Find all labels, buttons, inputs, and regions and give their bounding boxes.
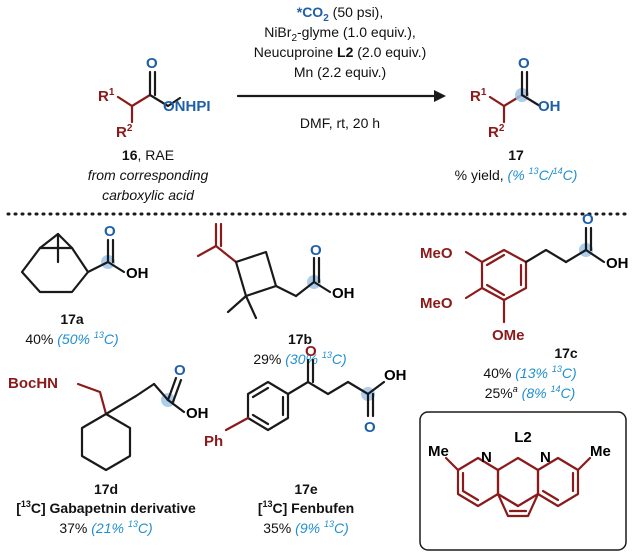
17e-ph: Ph xyxy=(204,433,223,450)
17a-label: 17a xyxy=(60,311,84,327)
17c-carbonyl-o: O xyxy=(582,211,594,228)
17d-label: 17d xyxy=(94,481,118,497)
reactant-onhpi: ONHPI xyxy=(163,98,211,115)
17a-carbonyl-o: O xyxy=(104,223,116,240)
reactant-note-1: from corresponding xyxy=(88,167,209,183)
structure-17e xyxy=(224,358,386,432)
17e-yield: 35% (9% 13C) xyxy=(263,519,349,536)
17a-oh: OH xyxy=(126,265,149,282)
product-carbonyl-o: O xyxy=(518,55,530,72)
structure-17d xyxy=(76,376,186,472)
ligand-title: L2 xyxy=(514,429,532,446)
17d-bochn: BocHN xyxy=(8,375,58,392)
structure-17c xyxy=(464,226,606,324)
17c-oh: OH xyxy=(606,255,629,272)
product-label: 17 xyxy=(508,147,524,163)
arrow-head xyxy=(434,90,446,102)
product-yield-legend: % yield, (% 13C/14C) xyxy=(455,166,578,183)
reactant-r1: R1 xyxy=(98,87,115,105)
17e-label: 17e xyxy=(294,481,318,497)
17a-yield: 40% (50% 13C) xyxy=(25,330,118,347)
structure-17a xyxy=(20,232,126,294)
reactant-label: 16, RAE xyxy=(122,147,174,163)
17c-yield-13c: 40% (13% 13C) xyxy=(483,364,576,381)
17d-name: [13C] Gabapetnin derivative xyxy=(16,499,196,516)
17c-meo-top: MeO xyxy=(420,245,453,262)
reactant-note-2: carboxylic acid xyxy=(102,187,195,203)
reactant-carbonyl-o: O xyxy=(146,55,158,72)
17d-carbonyl-o: O xyxy=(174,362,186,379)
17b-carbonyl-o: O xyxy=(310,242,322,259)
17d-oh: OH xyxy=(186,405,209,422)
17e-oh: OH xyxy=(384,367,407,384)
structure-17b xyxy=(196,222,332,320)
17b-yield: 29% (30% 13C) xyxy=(253,350,346,367)
17c-meo-mid: MeO xyxy=(420,295,453,312)
reactant-16-structure xyxy=(116,70,182,124)
17e-ketone-o: O xyxy=(305,343,317,360)
ligand-n-right: N xyxy=(540,449,551,466)
condition-co2: *CO2 (50 psi), xyxy=(297,4,383,24)
product-r2: R2 xyxy=(488,123,505,141)
17b-label: 17b xyxy=(288,331,312,347)
17d-yield: 37% (21% 13C) xyxy=(59,519,152,536)
condition-solvent: DMF, rt, 20 h xyxy=(300,115,380,131)
condition-mn: Mn (2.2 equiv.) xyxy=(294,64,386,80)
17e-carbonyl-o: O xyxy=(364,419,376,436)
ligand-me-left: Me xyxy=(428,443,449,460)
17e-name: [13C] Fenbufen xyxy=(258,499,354,516)
product-r1: R1 xyxy=(470,87,487,105)
product-oh: OH xyxy=(538,98,561,115)
ligand-n-left: N xyxy=(481,449,492,466)
17c-ome: OMe xyxy=(492,327,525,344)
ligand-me-right: Me xyxy=(590,443,611,460)
17c-yield-14c: 25%a (8% 14C) xyxy=(485,384,576,401)
product-17-structure xyxy=(488,70,542,124)
17c-label: 17c xyxy=(554,345,578,361)
ligand-structure xyxy=(444,456,592,518)
condition-ligand: Neucuproine L2 (2.0 equiv.) xyxy=(254,44,427,60)
reactant-r2: R2 xyxy=(116,123,133,141)
17b-oh: OH xyxy=(332,285,355,302)
ligand-box xyxy=(419,411,627,551)
condition-nickel: NiBr2-glyme (1.0 equiv.), xyxy=(264,24,416,44)
